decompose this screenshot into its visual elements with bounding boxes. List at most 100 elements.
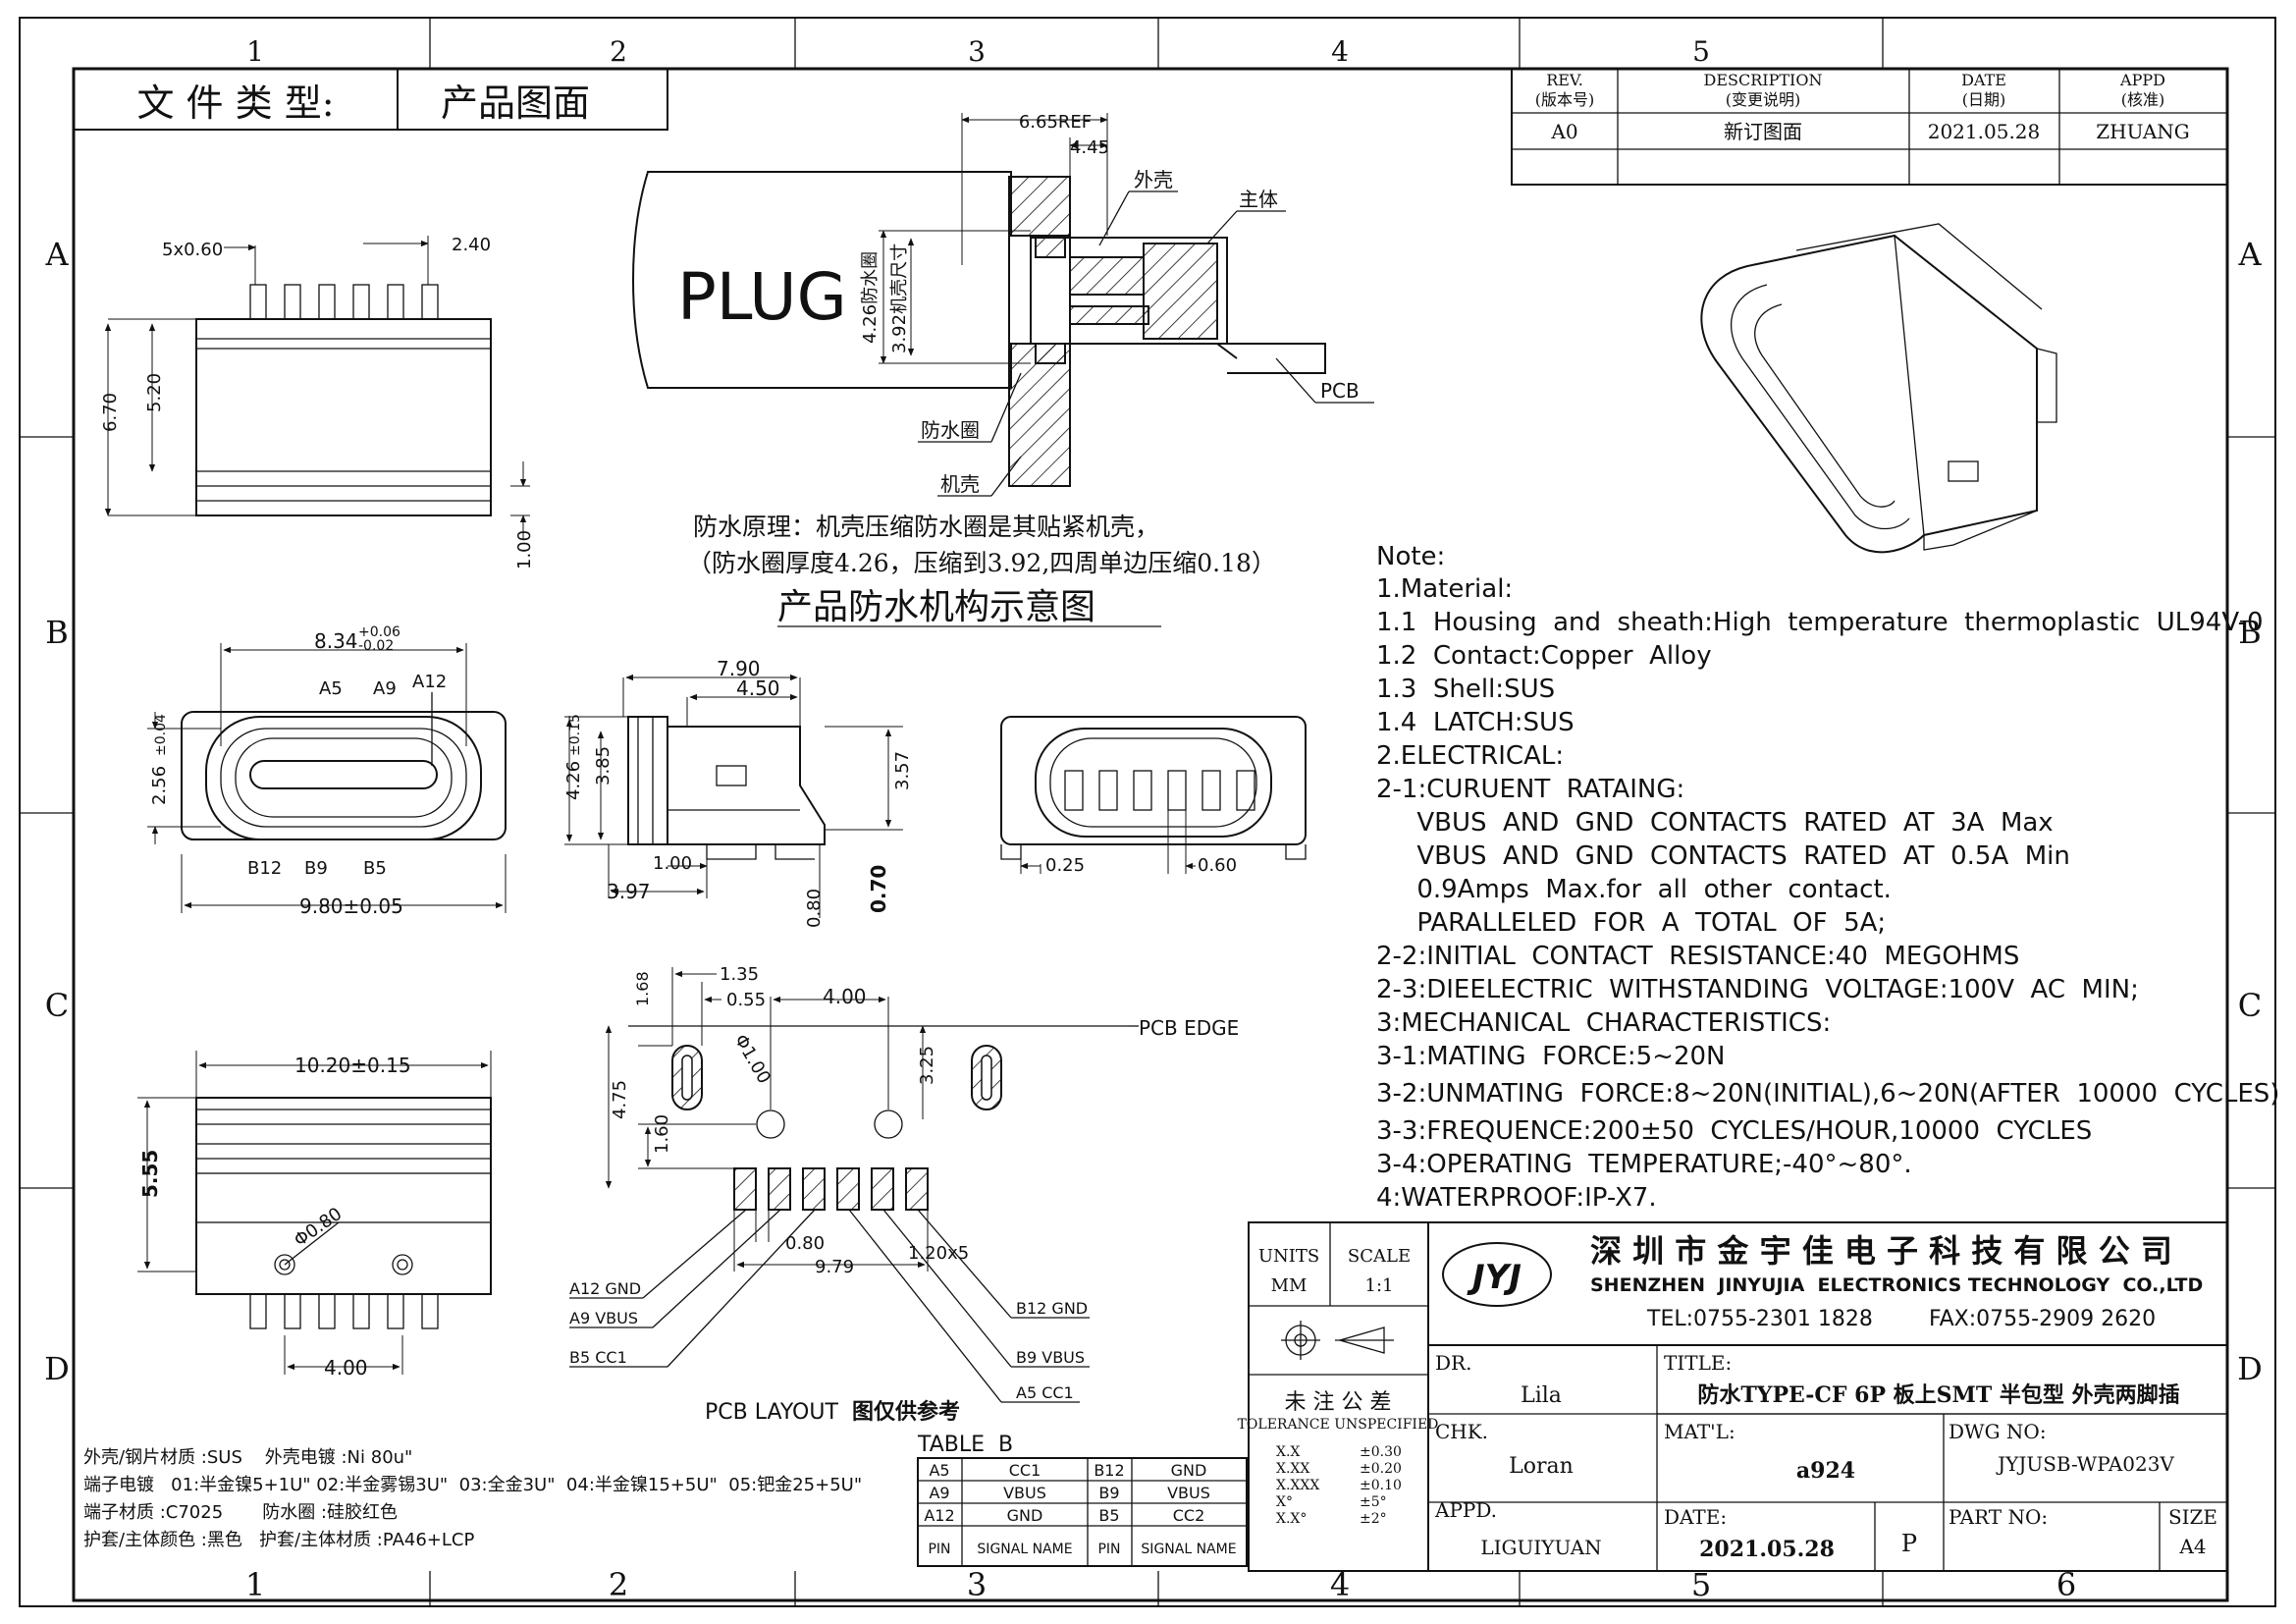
description-value: 新订图面 (1724, 120, 1802, 143)
dim-height: 2.56 (149, 766, 170, 805)
scale-label: SCALE (1348, 1246, 1411, 1267)
zone-col-3: 3 (968, 35, 986, 68)
dim-side-h2: 3.85 (593, 746, 614, 785)
zone-row-b: B (45, 614, 69, 651)
title-label: TITLE: (1664, 1351, 1732, 1375)
table-b-cell: VBUS (1003, 1484, 1046, 1502)
date-header: DATE (1961, 71, 2006, 89)
dr-label: DR. (1435, 1351, 1471, 1375)
signal-right-3: A5 CC1 (1016, 1383, 1074, 1402)
dim-height-tol: ±0.04 (153, 714, 169, 756)
note-line-2: 1.1 Housing and sheath:High temperature … (1376, 608, 2264, 637)
dim-side-d2: 3.97 (607, 880, 651, 903)
note-line-15: 3-1:MATING FORCE:5~20N (1376, 1042, 1726, 1071)
table-b-row: A12 GND B5 CC2 (924, 1506, 1204, 1525)
top-view-pins (249, 284, 439, 320)
tol-key: X.XXX (1276, 1478, 1319, 1493)
tolerance-title: 未 注 公 差 (1285, 1390, 1392, 1415)
pcb-dim-g: 3.25 (917, 1046, 937, 1085)
table-b-header-cell: PIN (928, 1542, 950, 1557)
zone-col-4-bottom: 4 (1330, 1566, 1350, 1603)
pcb-layout: PCB EDGE 1.35 0.55 4.00 1.68 4.75 1.60 3… (569, 964, 1239, 1425)
note-line-14: 3:MECHANICAL CHARACTERISTICS: (1376, 1008, 1831, 1038)
document-type-label: 文 件 类 型: (136, 81, 334, 125)
material-note-1: 外壳/钢片材质 :SUS 外壳电镀 :Ni 80u" (83, 1447, 412, 1468)
logo-text: JYJ (1467, 1258, 1522, 1297)
appd-header: APPD (2119, 71, 2165, 89)
callout-shell: 外壳 (1134, 168, 1173, 191)
material-notes: 外壳/钢片材质 :SUS 外壳电镀 :Ni 80u" 端子电镀 01:半金镍5+… (83, 1447, 862, 1550)
dim-pins: 5x0.60 (162, 240, 223, 260)
size-label: SIZE (2168, 1505, 2217, 1529)
zone-row-d: D (44, 1350, 70, 1387)
top-view: 5x0.60 2.40 6.70 5.20 1.00 (100, 235, 535, 569)
table-b-header-cell: PIN (1097, 1542, 1120, 1557)
plug-label: PLUG (677, 259, 847, 335)
zone-col-2-bottom: 2 (609, 1566, 628, 1603)
zone-row-c: C (45, 987, 69, 1024)
company-name-en: SHENZHEN JINYUJIA ELECTRONICS TECHNOLOGY… (1590, 1274, 2203, 1296)
note-line-13: 2-3:DIEELECTRIC WITHSTANDING VOLTAGE:100… (1376, 975, 2139, 1004)
plug-outline (632, 171, 1012, 389)
matl-value: a924 (1796, 1458, 1855, 1484)
tol-value: ±0.20 (1360, 1461, 1402, 1477)
appd-value: ZHUANG (2096, 120, 2190, 143)
chk-value: Loran (1509, 1454, 1574, 1479)
dim-side-d3: 0.80 (804, 889, 825, 928)
pcb-edge-label: PCB EDGE (1139, 1016, 1239, 1040)
tolerance-subtitle: TOLERANCE UNSPECIFIED (1238, 1417, 1439, 1433)
pcb-layout-caption: PCB LAYOUT (705, 1400, 838, 1425)
callout-body: 主体 (1239, 188, 1278, 211)
zone-row-c-right: C (2238, 987, 2262, 1024)
pcb-dim-pitch: 1.20x5 (908, 1243, 969, 1264)
pcb-dim-d: 1.68 (633, 971, 652, 1006)
dim-width: 8.34 (314, 629, 358, 653)
section-view-title: 产品防水机构示意图 (777, 587, 1095, 627)
note-line-12: 2-2:INITIAL CONTACT RESISTANCE:40 MEGOHM… (1376, 942, 2019, 971)
notes-title: Note: (1376, 542, 1445, 571)
pcb-dim-hole: Φ1.00 (730, 1031, 774, 1087)
table-b-cell: B12 (1094, 1461, 1124, 1480)
tol-value: ±2° (1360, 1511, 1387, 1527)
note-line-11: PARALLELED FOR A TOTAL OF 5A; (1376, 908, 1886, 938)
company-name-cn: 深 圳 市 金 宇 佳 电 子 科 技 有 限 公 司 (1590, 1232, 2172, 1270)
note-line-18: 3-4:OPERATING TEMPERATURE;-40°~80°. (1376, 1150, 1912, 1179)
zone-col-5: 5 (1692, 35, 1710, 68)
tol-value: ±0.10 (1360, 1478, 1402, 1493)
table-b-cell: A12 (924, 1506, 954, 1525)
note-line-10: 0.9Amps Max.for all other contact. (1376, 875, 1892, 904)
note-line-19: 4:WATERPROOF:IP-X7. (1376, 1183, 1657, 1213)
matl-label: MAT'L: (1664, 1420, 1735, 1443)
company-tel: TEL:0755-2301 1828 (1646, 1307, 1873, 1331)
pin-label-b5: B5 (363, 858, 387, 879)
zone-col-1-bottom: 1 (245, 1566, 265, 1603)
bottom-view: 10.20±0.15 5.55 Φ0.80 4.00 (137, 1051, 492, 1380)
table-b-row: A9 VBUS B9 VBUS (929, 1484, 1209, 1502)
zone-labels: 1 2 3 4 5 1 2 3 4 5 6 A B C D A B C D (44, 35, 2263, 1603)
dim-side-h3: 3.57 (892, 751, 913, 790)
dim-side-len2: 4.50 (736, 677, 780, 700)
dim-depth: 4.45 (1070, 137, 1109, 158)
tol-value: ±0.30 (1360, 1444, 1402, 1460)
front-view: 8.34 +0.06 -0.02 2.56 ±0.04 9.80±0.05 A5… (147, 624, 507, 918)
note-line-1: 1.Material: (1376, 574, 1513, 604)
connector-body (1143, 243, 1218, 340)
title-block: UNITS MM SCALE 1:1 未 注 公 差 TOLERANCE UNS… (1238, 1221, 2228, 1572)
zone-col-5-bottom: 5 (1691, 1566, 1711, 1603)
section-view: PLUG 6.65REF 4.45 4.26防水圈 3.92机壳尺寸 外壳 主体… (632, 112, 1374, 627)
projection-symbol-icon (1281, 1321, 1394, 1360)
pin-label-a9: A9 (373, 678, 397, 699)
table-b-cell: CC2 (1173, 1506, 1205, 1525)
dim-bottom-hole: Φ0.80 (291, 1204, 346, 1251)
table-b-cell: VBUS (1167, 1484, 1210, 1502)
p-label: P (1901, 1530, 1917, 1557)
table-b-cell: GND (1171, 1461, 1207, 1480)
title-value: 防水TYPE-CF 6P 板上SMT 半包型 外壳两脚插 (1697, 1382, 2179, 1408)
principle-line-2: （防水圈厚度4.26，压缩到3.92,四周单边压缩0.18） (687, 549, 1276, 577)
table-b-cell: A9 (929, 1484, 949, 1502)
tol-value: ±5° (1360, 1494, 1387, 1510)
pcb-layout-note: 图仅供参考 (852, 1399, 960, 1425)
zone-row-a: A (44, 236, 69, 273)
pin-label-b12: B12 (247, 858, 282, 879)
dim-width-tol-bottom: -0.02 (358, 638, 394, 654)
